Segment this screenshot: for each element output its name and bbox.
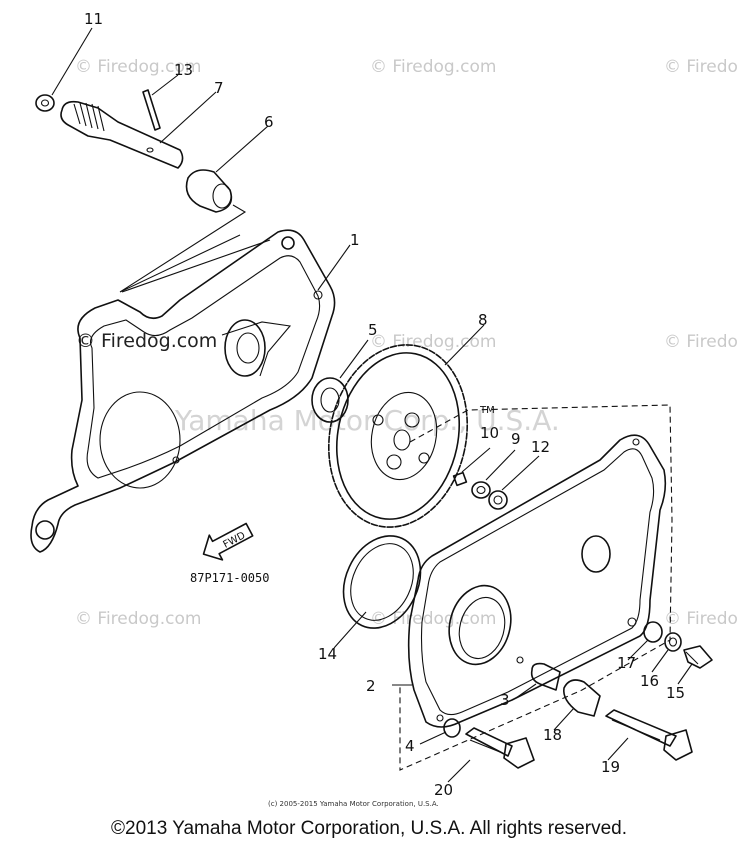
watermark-tm: TM [479, 405, 495, 416]
callout-20: 20 [434, 781, 453, 799]
callout-8: 8 [478, 311, 488, 329]
part-7-shaft [60, 100, 184, 169]
part-4-dowel [443, 718, 461, 738]
callout-17: 17 [617, 654, 636, 672]
callout-14: 14 [318, 645, 337, 663]
part-6-collar [185, 169, 233, 213]
watermark-mid-center: © Firedog.com [370, 332, 496, 352]
callout-12: 12 [531, 438, 550, 456]
callout-4: 4 [405, 737, 415, 755]
fwd-arrow: FWD [202, 522, 254, 561]
callout-9: 9 [511, 430, 521, 448]
callout-13: 13 [174, 61, 193, 79]
callout-15: 15 [666, 684, 685, 702]
callout-5: 5 [368, 321, 378, 339]
part-2-cover [392, 404, 673, 771]
part-10-key [452, 471, 468, 487]
copyright-notice: ©2013 Yamaha Motor Corporation, U.S.A. A… [111, 818, 627, 839]
watermark-low-left: © Firedog.com [75, 609, 201, 629]
watermark-top-right: © Firedo [664, 57, 738, 77]
callout-11: 11 [84, 10, 103, 28]
part-1-cover [30, 229, 336, 553]
leader-lines-top [51, 27, 485, 379]
callout-19: 19 [601, 758, 620, 776]
callout-6: 6 [264, 113, 274, 131]
watermark-top-center: © Firedog.com [370, 57, 496, 77]
callout-18: 18 [543, 726, 562, 744]
part-19-bolt [605, 709, 693, 761]
callout-10: 10 [480, 424, 499, 442]
callout-7: 7 [214, 79, 224, 97]
watermark-mid-right: © Firedo [664, 332, 738, 352]
watermark-top-left: © Firedog.com [75, 57, 201, 77]
watermark-low-center: © Firedog.com [370, 609, 496, 629]
callout-3: 3 [500, 691, 510, 709]
part-15-bolt [683, 645, 713, 669]
part-17-washer [643, 621, 663, 643]
callout-1: 1 [350, 231, 360, 249]
callout-2: 2 [366, 677, 376, 695]
part-9-washer [471, 481, 491, 499]
part-11-washer [35, 94, 55, 112]
watermark-main-left: © Firedog.com [76, 330, 217, 352]
small-copyright: (c) 2005-2015 Yamaha Motor Corporation, … [268, 800, 439, 808]
part-20-bolt [447, 727, 535, 783]
diagram-code: 87P171-0050 [190, 571, 269, 585]
part-14-oring [333, 535, 422, 649]
part-16-washer [664, 632, 682, 652]
callout-16: 16 [640, 672, 659, 690]
part-3-dowel [530, 662, 561, 691]
part-18-collar [562, 679, 601, 717]
part-12-clip [488, 490, 508, 510]
part-8-gear [327, 344, 469, 528]
fwd-label: FWD [222, 530, 248, 551]
part-13-pin [142, 89, 161, 131]
watermark-low-right: © Firedo [664, 609, 738, 629]
